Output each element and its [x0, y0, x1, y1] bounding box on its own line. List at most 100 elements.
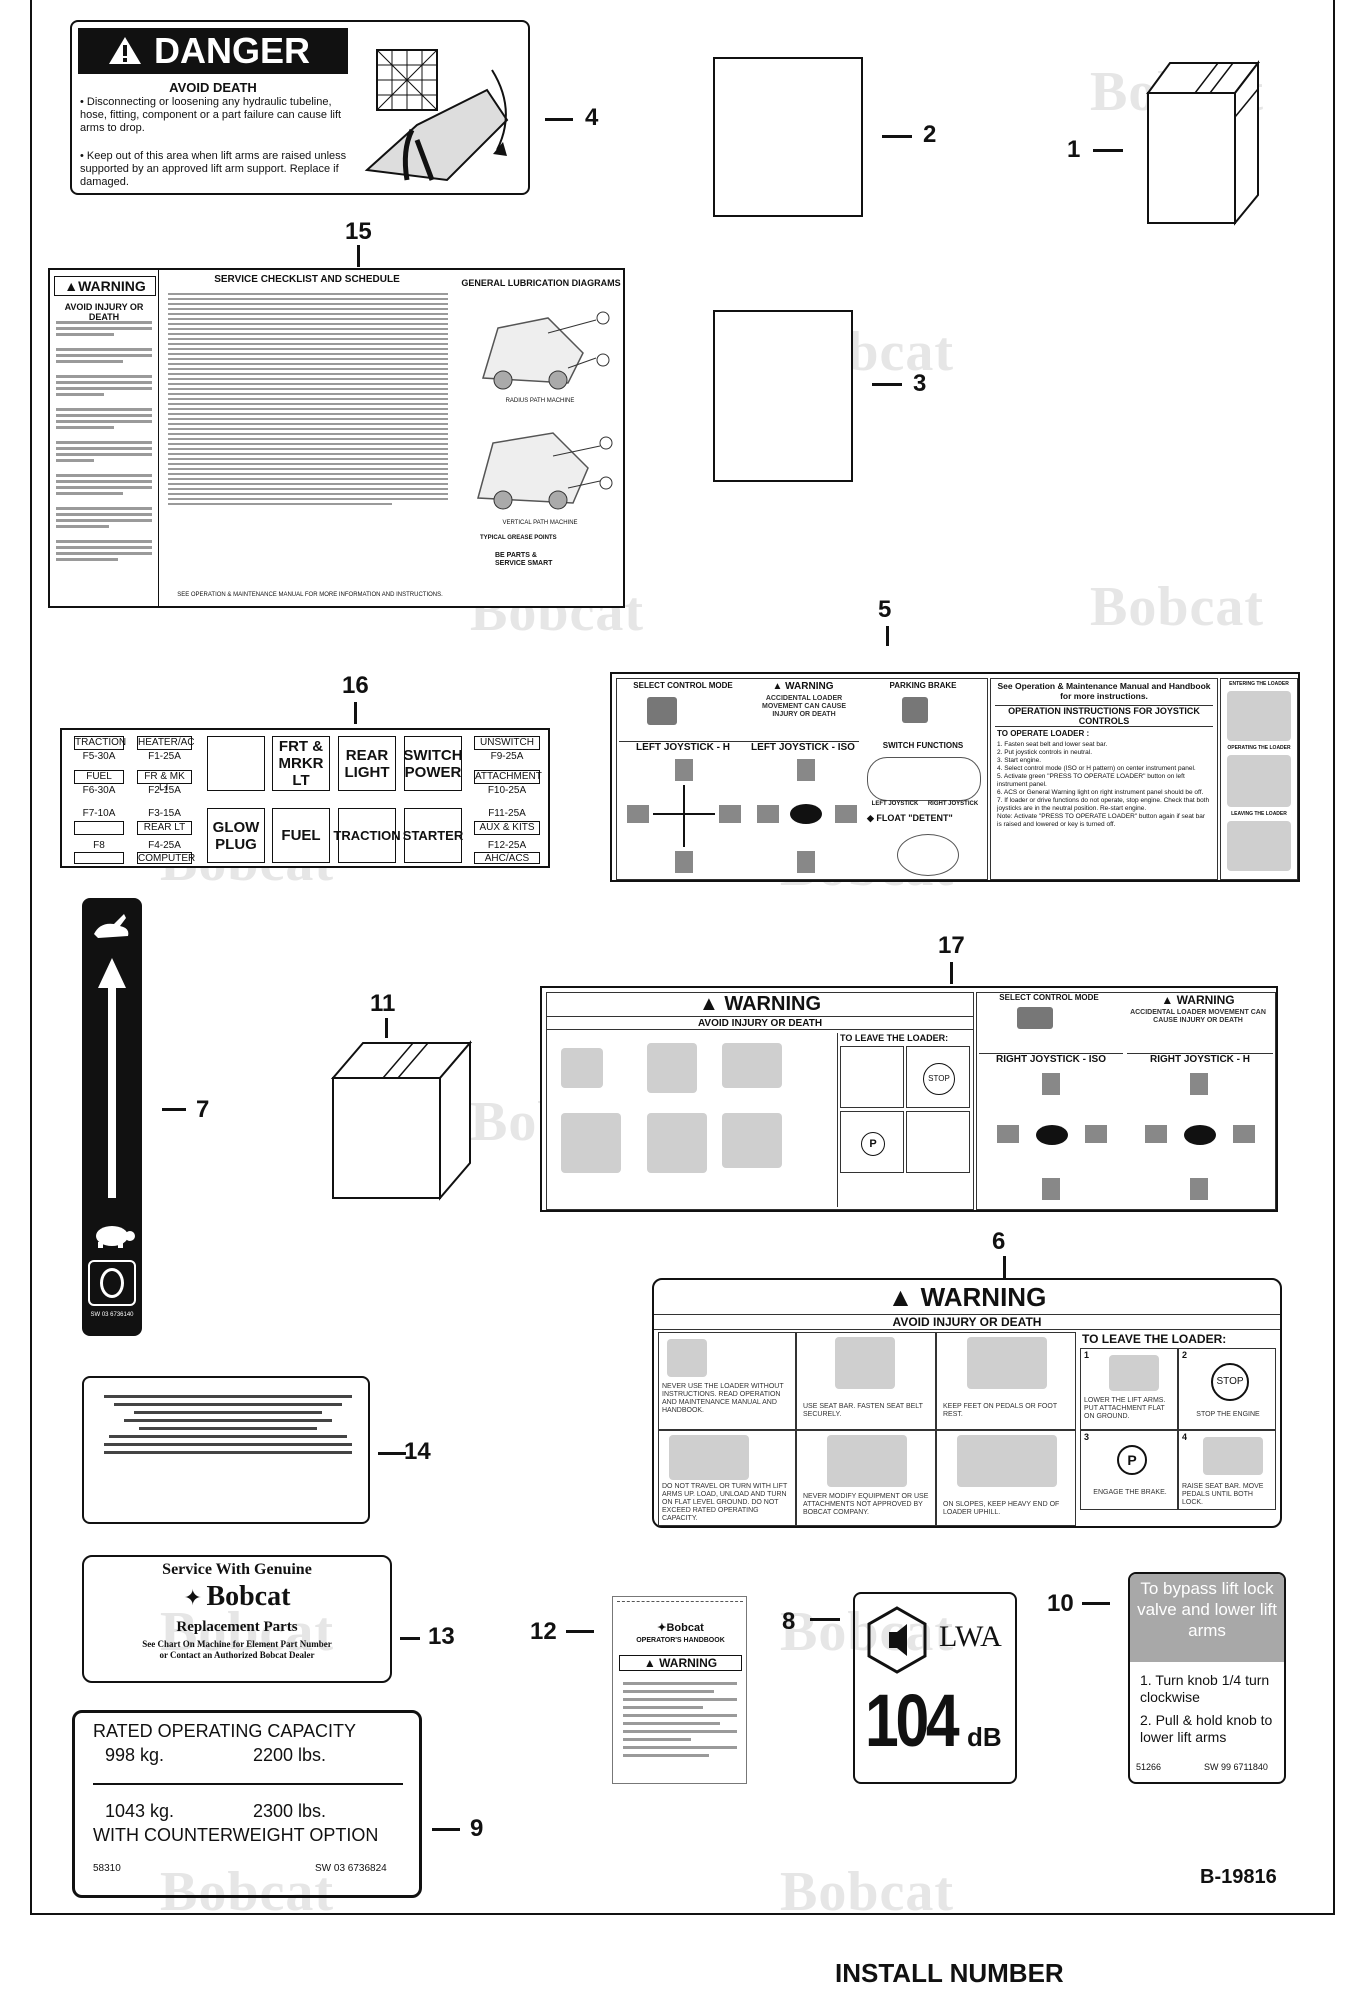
- bypass-step-1: 1. Turn knob 1/4 turn clockwise: [1140, 1672, 1270, 1705]
- feet-on-pedals-picture: [722, 1043, 782, 1088]
- warning-decal-17: ▲ WARNING AVOID INJURY OR DEATH TO LEAVE…: [540, 986, 1278, 1212]
- fuse-f8: F8: [93, 840, 105, 851]
- capacity-lbs-1: 2200 lbs.: [253, 1745, 327, 1765]
- fuse-f6: F6-30A: [82, 785, 116, 796]
- leaving-label: LEAVING THE LOADER: [1231, 811, 1287, 817]
- service-avoid: AVOID INJURY OR DEATH: [64, 302, 144, 322]
- right-joystick-iso-label: RIGHT JOYSTICK - ISO: [979, 1053, 1123, 1065]
- noise-unit: dB: [967, 1722, 1002, 1752]
- callout-17: 17: [938, 932, 965, 959]
- parking-brake-icon: P: [861, 1132, 885, 1156]
- warning-triangle-icon: ▲: [1161, 993, 1177, 1007]
- leader-line: [432, 1828, 460, 1831]
- bobcat-head-icon: ✦: [657, 1622, 667, 1634]
- op-step: 6. ACS or General Warning light on right…: [997, 789, 1204, 796]
- fuse-f4: F4-25A: [148, 840, 181, 851]
- fuse-f9: F9-25A: [490, 751, 524, 762]
- danger-text-1: • Disconnecting or loosening any hydraul…: [80, 96, 342, 134]
- warning17-right-panel: SELECT CONTROL MODE ▲ WARNING ACCIDENTAL…: [976, 992, 1276, 1210]
- warning-triangle-icon: ▲: [887, 1282, 921, 1312]
- left-joystick-iso-diagram: [757, 759, 857, 873]
- service-warning-label: WARNING: [78, 278, 146, 294]
- genuine-line-1: Service With Genuine: [162, 1561, 312, 1578]
- speed-control-icon: [88, 1260, 136, 1306]
- fuse-fr-mk: FR & MK LT: [137, 770, 192, 793]
- op-step: 2. Put joystick controls in neutral.: [997, 749, 1093, 756]
- warning6-text-8: ENGAGE THE BRAKE.: [1093, 1489, 1167, 1496]
- feet-on-pedals-picture: [967, 1337, 1047, 1389]
- manual-book-picture: [667, 1339, 707, 1377]
- joystick-warning-label: WARNING: [785, 681, 834, 692]
- fuse-f1: F1-25A: [148, 751, 181, 762]
- joystick-operation-decal: SELECT CONTROL MODE ▲ WARNING ACCIDENTAL…: [610, 672, 1300, 882]
- fuse-rear-light: REAR LIGHT: [338, 736, 396, 791]
- right-joystick-iso-diagram: [997, 1073, 1107, 1200]
- warning17-title-text: WARNING: [724, 993, 822, 1015]
- operators-handbook: ✦Bobcat OPERATOR'S HANDBOOK ▲ WARNING: [612, 1596, 747, 1784]
- warning6-text-1: NEVER USE THE LOADER WITHOUT INSTRUCTION…: [662, 1383, 784, 1414]
- fuse-panel-decal: TRACTION F5-30A HEATER/AC F1-25A FUEL F6…: [60, 728, 550, 868]
- warning17-warn-small: ▲ WARNING: [1123, 993, 1273, 1007]
- float-icon: ◆: [867, 813, 877, 823]
- lower-lift-arms-picture: [1109, 1355, 1159, 1391]
- leader-line: [872, 383, 902, 386]
- genuine-brand: Bobcat: [206, 1581, 291, 1612]
- grease-points-label: TYPICAL GREASE POINTS: [480, 535, 557, 541]
- op-title: OPERATION INSTRUCTIONS FOR JOYSTICK CONT…: [995, 705, 1213, 727]
- install-number-label: INSTALL NUMBER: [835, 1958, 1064, 1988]
- loader-entry-column: ENTERING THE LOADER OPERATING THE LOADER…: [1220, 678, 1298, 880]
- fuse-computer: COMPUTER: [137, 852, 196, 864]
- handbook-title: OPERATOR'S HANDBOOK: [636, 1637, 725, 1644]
- danger-text-2: • Keep out of this area when lift arms a…: [80, 150, 347, 188]
- watermark: Bobcat: [160, 1861, 334, 1923]
- speed-decal-code: SW 03 6736140: [90, 1312, 134, 1318]
- package-box-icon: [1146, 60, 1261, 226]
- capacity-code-2: SW 03 6736824: [315, 1863, 387, 1874]
- joystick-warning: ▲ WARNING: [747, 681, 859, 692]
- leave-step-2: 2 STOP STOP THE ENGINE: [1178, 1348, 1276, 1430]
- switch-functions-diagram: [867, 757, 981, 801]
- warning6-cell-3: KEEP FEET ON PEDALS OR FOOT REST.: [936, 1332, 1076, 1430]
- checklist-footer: SEE OPERATION & MAINTENANCE MANUAL FOR M…: [177, 592, 443, 598]
- joystick-instructions: See Operation & Maintenance Manual and H…: [990, 678, 1218, 880]
- warning6-cell-2: USE SEAT BAR. FASTEN SEAT BELT SECURELY.: [796, 1332, 936, 1430]
- callout-2: 2: [923, 121, 937, 148]
- fuse-aux-kits: AUX & KITS: [474, 821, 540, 835]
- noise-hex-icon: [867, 1606, 927, 1674]
- warning6-cell-1: NEVER USE THE LOADER WITHOUT INSTRUCTION…: [658, 1332, 796, 1430]
- fuse-f2: F2-15A: [148, 785, 181, 796]
- checklist-title: SERVICE CHECKLIST AND SCHEDULE: [214, 274, 400, 285]
- left-joystick-h-diagram: [627, 759, 741, 873]
- package-box-icon: [330, 1040, 473, 1201]
- parking-brake-label: PARKING BRAKE: [889, 681, 957, 690]
- callout-10: 10: [1047, 1590, 1074, 1617]
- callout-3: 3: [913, 370, 927, 397]
- modify-equipment-picture: [647, 1113, 707, 1173]
- seat-belt-picture: [835, 1337, 895, 1389]
- leader-line: [886, 626, 889, 646]
- fuse-f10: F10-25A: [487, 785, 527, 796]
- leader-line: [385, 1018, 388, 1038]
- operating-loader-picture: [1227, 755, 1291, 807]
- radius-path-machine-diagram: [482, 311, 610, 390]
- callout-9: 9: [470, 1815, 484, 1842]
- right-joystick-h-label: RIGHT JOYSTICK - H: [1127, 1053, 1273, 1065]
- warning6-title-text: WARNING: [920, 1282, 1047, 1312]
- callout-8: 8: [782, 1608, 796, 1635]
- handbook-warning-text: WARNING: [659, 1656, 718, 1670]
- fuse-starter: STARTER: [403, 808, 463, 863]
- warning6-avoid: AVOID INJURY OR DEATH: [654, 1314, 1280, 1330]
- warning6-text-2: USE SEAT BAR. FASTEN SEAT BELT SECURELY.: [803, 1403, 923, 1418]
- warning17-select-mode: SELECT CONTROL MODE: [999, 993, 1099, 1002]
- step-number: 4: [1182, 1432, 1188, 1442]
- danger-header: DANGER: [78, 28, 348, 74]
- accidental-label: ACCIDENTAL LOADER MOVEMENT CAN CAUSE INJ…: [761, 695, 846, 718]
- warning6-title: ▲ WARNING: [654, 1282, 1280, 1313]
- op-step: 7. If loader or drive functions do not o…: [997, 797, 1210, 812]
- operating-label: OPERATING THE LOADER: [1227, 745, 1291, 751]
- lift-arms-up-picture: [669, 1435, 749, 1480]
- fuse-fuel: FUEL: [74, 770, 124, 784]
- mode-switch-icon: [1017, 1007, 1053, 1029]
- blank-decal-3: [713, 310, 853, 482]
- warning6-cell-5: NEVER MODIFY EQUIPMENT OR USE ATTACHMENT…: [796, 1430, 936, 1526]
